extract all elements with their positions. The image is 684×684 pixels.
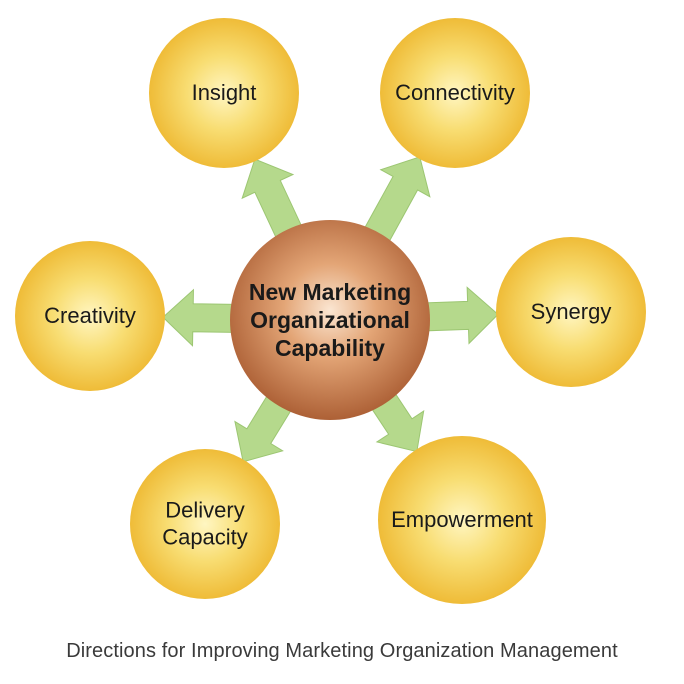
center-label: Organizational bbox=[250, 307, 410, 333]
node-label: Capacity bbox=[162, 525, 248, 550]
node-connectivity: Connectivity bbox=[380, 18, 530, 168]
arrow-to-insight bbox=[241, 158, 303, 240]
arrow-to-empowerment bbox=[370, 391, 425, 453]
diagram-caption: Directions for Improving Marketing Organ… bbox=[66, 640, 618, 662]
node-circle bbox=[149, 18, 299, 168]
node-label: Creativity bbox=[44, 303, 136, 328]
center-circle bbox=[230, 220, 430, 420]
node-label: Connectivity bbox=[395, 80, 515, 105]
arrow-to-creativity bbox=[162, 288, 235, 347]
node-label: Empowerment bbox=[391, 507, 533, 532]
center-label: Capability bbox=[275, 335, 385, 361]
node-circle bbox=[496, 237, 646, 387]
node-creativity: Creativity bbox=[15, 241, 165, 391]
node-label: Synergy bbox=[531, 299, 612, 324]
node-label: Insight bbox=[192, 80, 257, 105]
arrow-to-connectivity bbox=[363, 156, 431, 244]
node-label: Delivery bbox=[165, 498, 244, 523]
arrow-to-delivery-capacity bbox=[234, 393, 293, 463]
arrow-to-synergy bbox=[424, 286, 499, 345]
node-synergy: Synergy bbox=[496, 237, 646, 387]
node-insight: Insight bbox=[149, 18, 299, 168]
node-circle bbox=[378, 436, 546, 604]
node-circle bbox=[380, 18, 530, 168]
node-empowerment: Empowerment bbox=[378, 436, 546, 604]
node-circle bbox=[130, 449, 280, 599]
center-label: New Marketing bbox=[249, 279, 411, 305]
node-circle bbox=[15, 241, 165, 391]
